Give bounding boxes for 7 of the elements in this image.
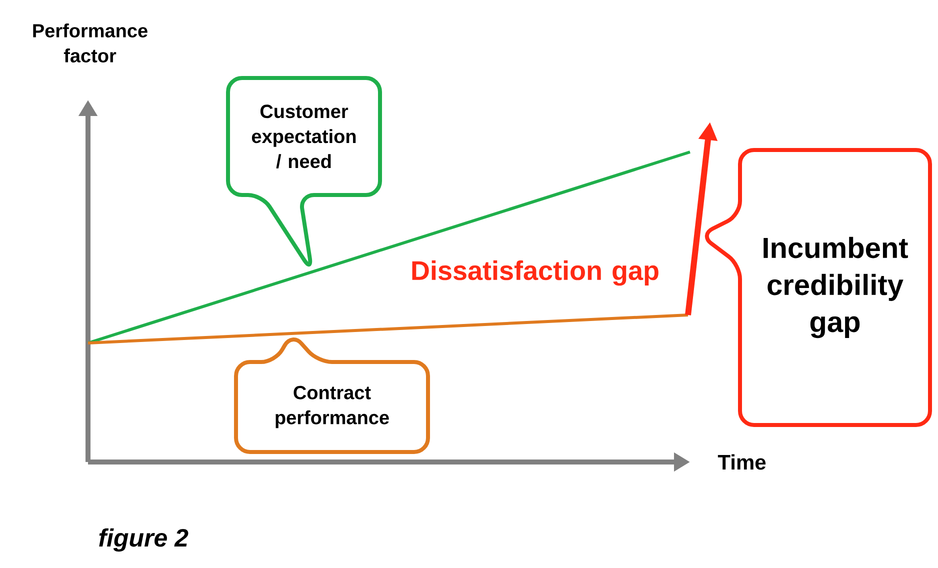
axis-label: Performance factor	[33, 24, 148, 62]
gap-label: Dissatisfaction gap	[412, 260, 658, 286]
axis-label: Time	[718, 454, 766, 470]
figure-caption: figure 2	[99, 528, 188, 552]
speech-bubble: Customer expectation / need	[226, 76, 382, 267]
speech-bubble: Incumbent credibility gap	[704, 148, 932, 427]
speech-bubble: Contract performance	[234, 338, 430, 454]
